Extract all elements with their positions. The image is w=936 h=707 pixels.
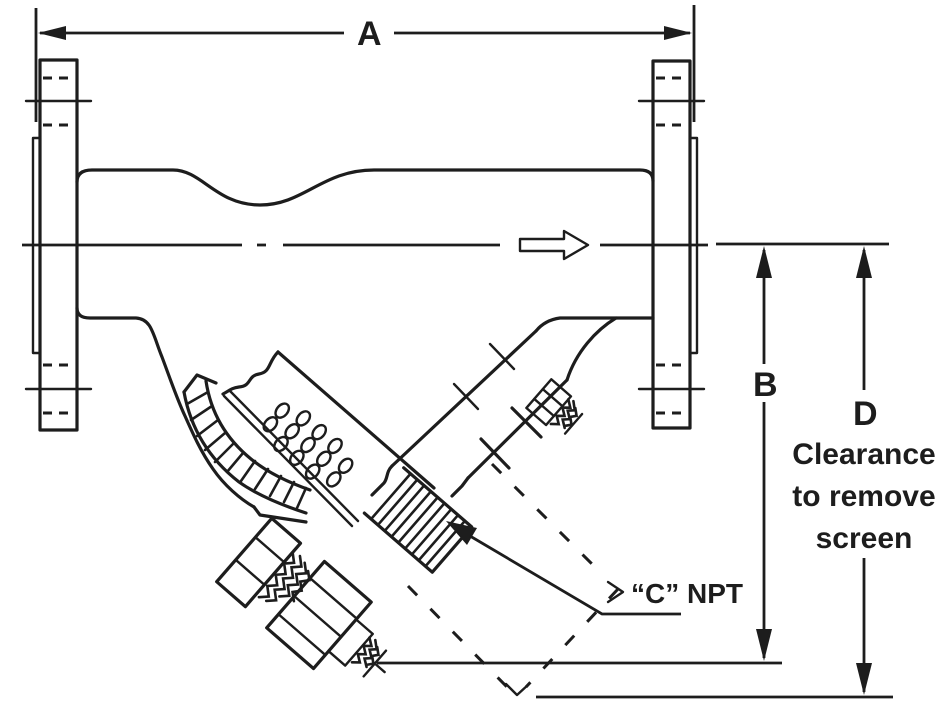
lip-hatching [185, 390, 308, 510]
hub-step [479, 437, 511, 470]
screen-removal-path [406, 462, 620, 697]
npt-callout: “C” NPT [446, 521, 743, 616]
screen-edge [228, 389, 360, 523]
dimension-a: A [34, 5, 696, 122]
dim-a-label: A [357, 15, 382, 53]
dimension-arrowhead-left [38, 26, 66, 40]
clearance-note: Clearance to remove screen [792, 438, 935, 555]
dimension-d: D Clearance to remove screen [536, 246, 936, 699]
right-flange-face [688, 136, 699, 355]
dimension-arrowhead-down [756, 629, 772, 661]
upper-drain-plug [525, 378, 584, 435]
flow-direction-arrow [518, 229, 590, 261]
dim-d-label: D [853, 395, 878, 433]
branch-tube [370, 329, 569, 498]
end-plug-threads [350, 636, 380, 669]
npt-label: “C” NPT [631, 578, 743, 609]
clearance-note-line3: screen [816, 522, 913, 555]
npt-threaded-neck [362, 466, 474, 574]
hub-tick [488, 342, 516, 371]
dimension-arrowhead-down [856, 663, 872, 695]
pipe-centerline [22, 242, 889, 247]
chevron-icon [606, 580, 625, 604]
left-flange [24, 58, 93, 432]
cap-threads [257, 551, 311, 603]
dimension-arrowhead-up [856, 246, 872, 278]
leader-line [469, 534, 681, 616]
screen-lip [182, 373, 312, 515]
clearance-note-line2: to remove [792, 480, 935, 513]
right-flange [637, 59, 706, 430]
break-line [221, 350, 280, 396]
plug-threads [549, 398, 579, 430]
blowoff-cap [215, 516, 388, 678]
left-flange-face [31, 136, 42, 355]
screen-removal-chevron [504, 682, 531, 697]
hub-tick [452, 382, 480, 411]
screen-barrel [182, 350, 436, 528]
neck-threads [369, 472, 467, 568]
screen-edge [222, 394, 354, 528]
dim-b-label: B [753, 366, 778, 404]
hub-step [510, 406, 543, 439]
dimension-arrowhead-right [664, 26, 692, 40]
leader-arrowhead [446, 521, 477, 545]
dimension-arrowhead-up [756, 246, 772, 278]
clearance-note-line1: Clearance [792, 438, 935, 471]
dimension-b: B [377, 246, 782, 665]
strainer-body [75, 168, 655, 524]
